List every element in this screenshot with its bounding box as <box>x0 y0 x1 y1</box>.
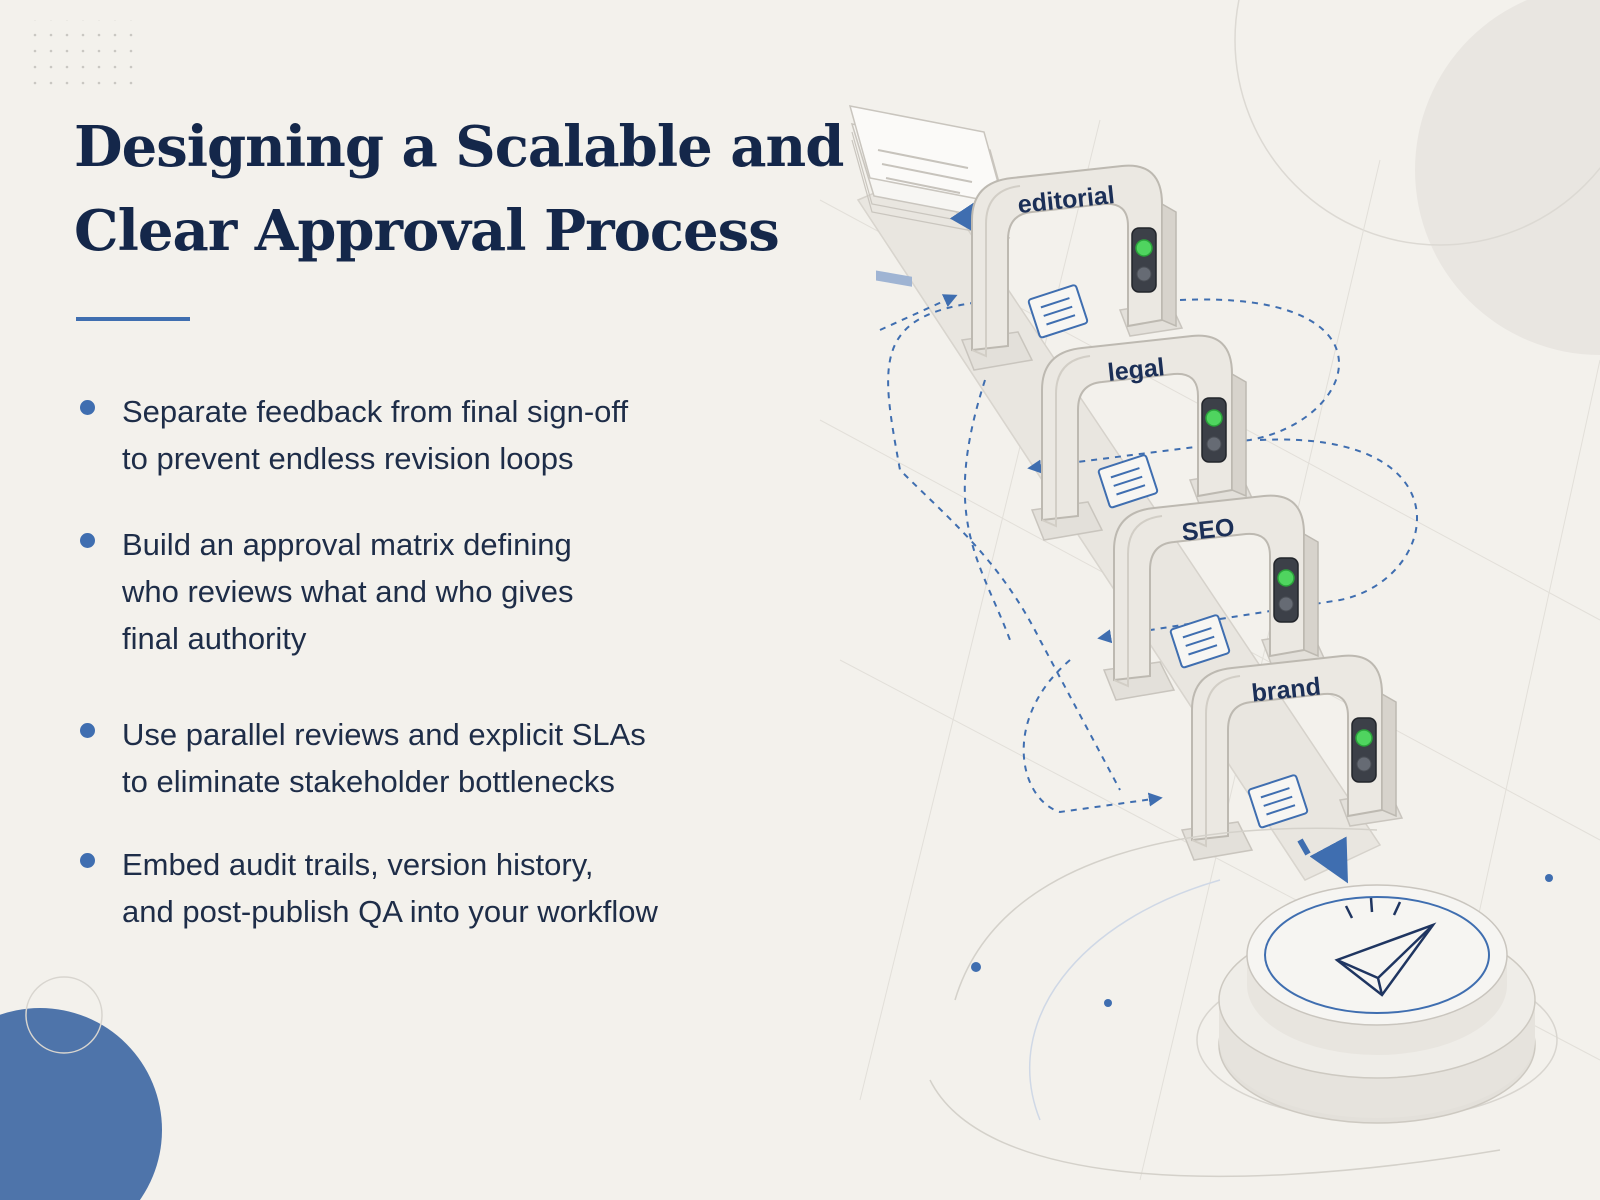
feedback-loops <box>879 294 1419 814</box>
bullet-item: Embed audit trails, version history, and… <box>76 841 658 935</box>
bullet-dot-icon <box>80 723 95 738</box>
bullet-item: Separate feedback from final sign-off to… <box>76 388 628 482</box>
dot-grid-decor <box>24 20 144 88</box>
feedback-loop-arrow <box>887 299 1121 791</box>
title-underline <box>76 317 190 321</box>
paper-plane-icon <box>1334 897 1437 997</box>
status-light <box>1273 557 1299 623</box>
status-light <box>1351 717 1377 783</box>
bullet-text: Build an approval matrix defining who re… <box>122 527 574 656</box>
feedback-loop-arrow <box>963 379 1011 641</box>
feedback-loop-arrow <box>1022 659 1163 814</box>
blue-circle-decor <box>0 1008 162 1200</box>
approval-gate: editorial <box>960 164 1184 371</box>
small-ring-decor <box>25 976 103 1054</box>
document-icon <box>1247 774 1309 829</box>
bullet-dot-icon <box>80 400 95 415</box>
bullet-dot-icon <box>80 533 95 548</box>
document-icon <box>1169 614 1231 669</box>
gate-label: brand <box>1250 672 1322 707</box>
feedback-loop-arrow <box>879 294 958 331</box>
gate-label: SEO <box>1180 513 1235 546</box>
status-light-green <box>1205 409 1223 427</box>
status-light-off <box>1356 756 1372 772</box>
approval-gate: SEO <box>1102 494 1326 701</box>
conveyor-edge <box>857 199 1306 881</box>
status-light-off <box>1136 266 1152 282</box>
bullet-text: Separate feedback from final sign-off to… <box>122 394 629 476</box>
bullet-text: Use parallel reviews and explicit SLAs t… <box>122 717 646 799</box>
outline-circle-decor <box>1234 0 1600 246</box>
publish-platform <box>929 827 1558 1178</box>
slide-title: Designing a Scalable and Clear Approval … <box>74 105 844 273</box>
document-stack-icon <box>848 105 1012 287</box>
status-light <box>1131 227 1157 293</box>
bullet-item: Build an approval matrix defining who re… <box>76 521 573 662</box>
status-light-green <box>1277 569 1295 587</box>
status-light-green <box>1135 239 1153 257</box>
document-icon <box>1027 284 1089 339</box>
status-light-off <box>1206 436 1222 452</box>
status-light <box>1201 397 1227 463</box>
document-icon <box>1097 454 1159 509</box>
flow-arrow-icon <box>1309 836 1348 884</box>
gate-label: legal <box>1106 353 1166 387</box>
corner-circle-decor <box>1415 0 1600 355</box>
feedback-loop-arrow <box>1097 438 1419 644</box>
flow-connector <box>1297 838 1311 856</box>
bullet-item: Use parallel reviews and explicit SLAs t… <box>76 711 646 805</box>
slide-title-line: Clear Approval Process <box>74 198 780 264</box>
status-light-green <box>1355 729 1373 747</box>
bullet-dot-icon <box>80 853 95 868</box>
slide-title-line: Designing a Scalable and <box>74 114 844 180</box>
status-light-off <box>1278 596 1294 612</box>
bullet-text: Embed audit trails, version history, and… <box>122 847 658 929</box>
